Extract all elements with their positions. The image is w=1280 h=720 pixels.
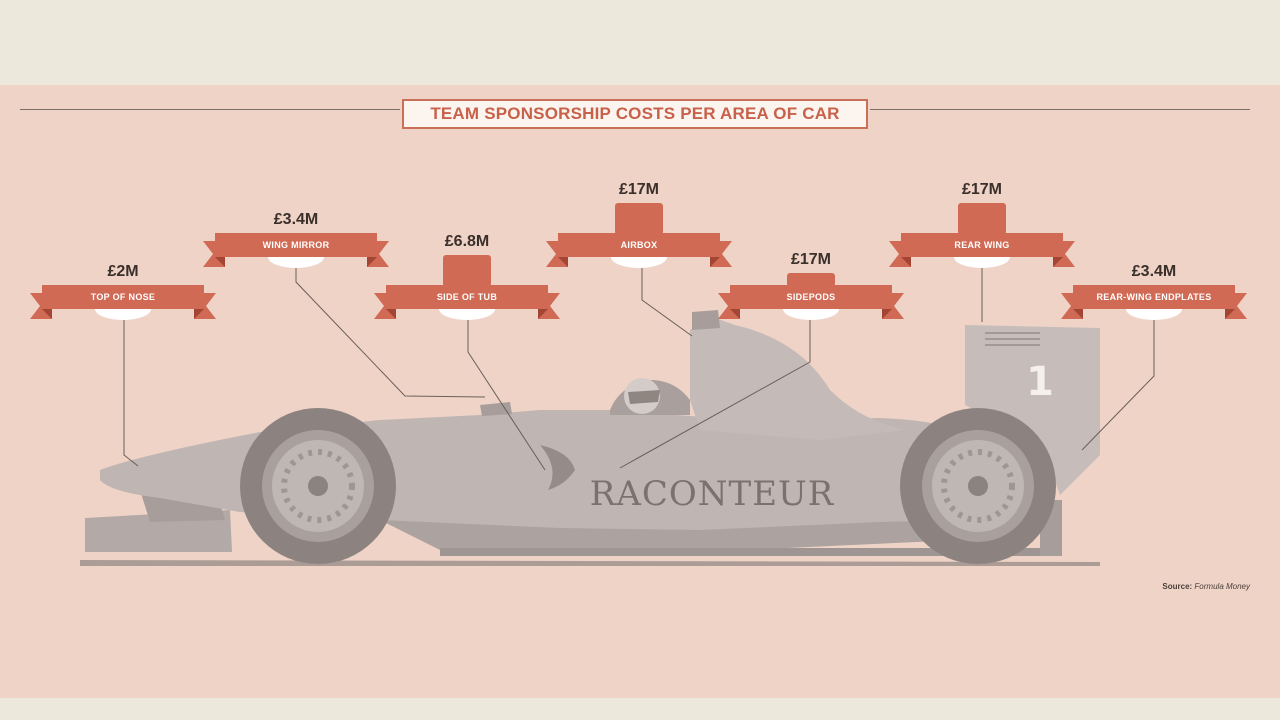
sponsor-cost: £17M: [618, 181, 660, 198]
ribbon-fold-left: [42, 309, 52, 319]
ribbon-fold-right: [1053, 257, 1063, 267]
rear-wing-grille: [985, 332, 1040, 346]
wing-mirror: [480, 402, 512, 416]
title-rule-left: [20, 109, 400, 110]
leader-line-airbox: [641, 268, 693, 337]
banner-shape: [889, 203, 1075, 268]
sponsor-label: AIRBOX: [620, 240, 658, 250]
banner-tab: [615, 203, 663, 235]
sponsor-tag-top-of-nose: £2M TOP OF NOSE: [30, 225, 216, 325]
ribbon-fold-left: [1073, 309, 1083, 319]
ribbon-fold-left: [386, 309, 396, 319]
sponsor-tag-sidepods: £17M SIDEPODS: [718, 225, 904, 325]
ribbon-fold-left: [901, 257, 911, 267]
banner-shape: [203, 233, 389, 268]
ribbon-fold-right: [538, 309, 548, 319]
sponsor-cost: £17M: [961, 181, 1003, 198]
engine-cover: [690, 318, 905, 440]
sponsor-tag-side-of-tub: £6.8M SIDE OF TUB: [374, 225, 560, 325]
sponsor-tag-rear-wing: £17M REAR WING: [889, 173, 1075, 273]
banner-disc: [1126, 309, 1182, 320]
sponsor-label: REAR-WING ENDPLATES: [1096, 292, 1212, 302]
title-rule-right: [870, 109, 1250, 110]
banner-band: [386, 285, 548, 309]
ribbon-fold-right: [1225, 309, 1235, 319]
banner-disc: [611, 257, 667, 268]
sponsor-cost: £6.8M: [444, 233, 490, 250]
banner-band: [730, 285, 892, 309]
rear-wheel: [900, 408, 1056, 564]
banner-tab: [958, 203, 1006, 235]
sponsor-tag-wing-mirror: £3.4M WING MIRROR: [203, 173, 389, 273]
airbox-intake: [692, 310, 720, 330]
banner-shape: [1061, 285, 1247, 320]
banner-band: [901, 233, 1063, 257]
ribbon-fold-left: [558, 257, 568, 267]
car-body-shadow: [380, 500, 1050, 552]
ground-shadow: [80, 560, 1100, 566]
banner-shape: [718, 273, 904, 320]
ribbon-fold-left: [215, 257, 225, 267]
banner-tab: [787, 273, 835, 287]
ribbon-fold-right: [710, 257, 720, 267]
leader-line-wing-mirror: [295, 268, 486, 398]
leader-line-rear-wing-endplates: [1081, 320, 1155, 451]
sponsor-cost: £2M: [107, 263, 139, 280]
banner-disc: [954, 257, 1010, 268]
banner-shape: [374, 255, 560, 320]
source-name: Formula Money: [1194, 582, 1250, 591]
sponsor-label: SIDE OF TUB: [436, 292, 498, 302]
ribbon-fold-right: [194, 309, 204, 319]
leader-line-top-of-nose: [123, 320, 139, 467]
banner-disc: [439, 309, 495, 320]
ribbon-fold-right: [367, 257, 377, 267]
front-wheel: [240, 408, 396, 564]
sponsor-label: SIDEPODS: [786, 292, 836, 302]
sponsor-label: WING MIRROR: [262, 240, 330, 250]
leader-line-sidepods: [619, 320, 811, 469]
sponsor-cost: £3.4M: [273, 211, 319, 228]
leader-line-side-of-tub: [467, 320, 546, 471]
helmet-visor: [628, 390, 660, 404]
banner-disc: [95, 309, 151, 320]
banner-band: [558, 233, 720, 257]
source-credit: Source: Formula Money: [1090, 582, 1250, 591]
sponsor-tag-airbox: £17M AIRBOX: [546, 173, 732, 273]
sponsor-label: REAR WING: [954, 240, 1010, 250]
banner-disc: [268, 257, 324, 268]
floor: [440, 548, 1040, 556]
rear-wing: [965, 325, 1100, 495]
sidepod-inlet: [540, 445, 575, 490]
source-prefix: Source:: [1162, 582, 1193, 591]
infographic-title: TEAM SPONSORSHIP COSTS PER AREA OF CAR: [402, 99, 868, 129]
sponsor-cost: £3.4M: [1131, 263, 1177, 280]
car-brand-text: RACONTEUR: [590, 474, 835, 514]
banner-shape: [30, 285, 216, 320]
ribbon-fold-left: [730, 309, 740, 319]
sponsor-label: TOP OF NOSE: [90, 292, 156, 302]
ribbon-fold-right: [882, 309, 892, 319]
banner-band: [215, 233, 377, 257]
banner-disc: [783, 309, 839, 320]
car-number: 1: [1026, 359, 1054, 405]
sponsor-cost: £17M: [790, 251, 832, 268]
banner-tab: [443, 255, 491, 287]
banner-shape: [546, 203, 732, 268]
leader-lines: [123, 268, 1155, 471]
banner-band: [42, 285, 204, 309]
banner-band: [1073, 285, 1235, 309]
sponsor-tag-rear-wing-endplates: £3.4M REAR-WING ENDPLATES: [1061, 225, 1247, 325]
